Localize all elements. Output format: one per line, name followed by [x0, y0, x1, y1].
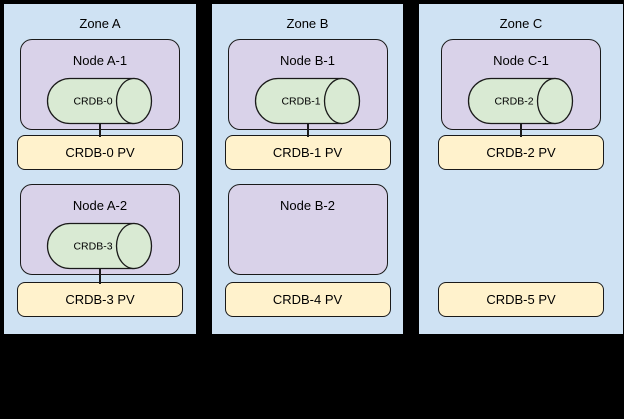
crdb-3-pv-label: CRDB-3 PV: [65, 292, 135, 307]
crdb-0-pv-box: CRDB-0 PV: [17, 135, 183, 170]
node-c-1-label: Node C-1: [493, 53, 549, 68]
crdb-4-pv-label: CRDB-4 PV: [272, 292, 343, 307]
node-a-2-label: Node A-2: [72, 198, 128, 213]
crdb-0-connector-line: [99, 123, 101, 137]
crdb-3-pv-box: CRDB-3 PV: [17, 282, 183, 317]
node-a-1: Node A-1 CRDB-0: [20, 39, 180, 130]
crdb-0-pod-cylinder: CRDB-0: [46, 77, 153, 125]
zone-b: Zone B Node B-1 CRDB-1 CRDB-1 PV Node B-…: [210, 2, 405, 336]
crdb-3-pod-label: CRDB-3: [73, 241, 112, 253]
crdb-0-pv-label: CRDB-0 PV: [65, 145, 135, 160]
node-b-1: Node B-1 CRDB-1: [227, 39, 388, 130]
node-b-2: Node B-2: [227, 184, 388, 275]
zone-b-label: Zone B: [286, 16, 329, 31]
crdb-1-pod-cylinder: CRDB-1: [254, 77, 360, 125]
crdb-5-pv-box: CRDB-5 PV: [438, 282, 604, 317]
crdb-2-connector-line: [520, 123, 522, 137]
node-b-2-label: Node B-2: [280, 198, 335, 213]
crdb-1-pv-box: CRDB-1 PV: [224, 135, 391, 170]
crdb-1-pod-label: CRDB-1: [281, 96, 320, 108]
crdb-3-pod-cylinder: CRDB-3: [46, 222, 153, 270]
crdb-5-pv-label: CRDB-5 PV: [486, 292, 556, 307]
zone-a: Zone A Node A-1 CRDB-0 CRDB-0 PV Node A-…: [2, 2, 198, 336]
crdb-2-pv-box: CRDB-2 PV: [438, 135, 604, 170]
node-c-1: Node C-1 CRDB-2: [441, 39, 601, 130]
node-b-1-label: Node B-1: [280, 53, 335, 68]
crdb-2-pod-label: CRDB-2: [494, 96, 533, 108]
crdb-1-pv-label: CRDB-1 PV: [272, 145, 343, 160]
crdb-1-connector-line: [306, 123, 309, 137]
crdb-3-connector-line: [99, 268, 101, 284]
zone-c: Zone C Node C-1 CRDB-2 CRDB-2 PV CRDB-5 …: [417, 2, 624, 336]
zone-c-label: Zone C: [499, 16, 543, 31]
node-a-1-label: Node A-1: [72, 53, 128, 68]
crdb-0-pod-label: CRDB-0: [73, 96, 112, 108]
node-a-2: Node A-2 CRDB-3: [20, 184, 180, 275]
crdb-2-pv-label: CRDB-2 PV: [486, 145, 556, 160]
crdb-2-pod-cylinder: CRDB-2: [467, 77, 574, 125]
zone-a-label: Zone A: [79, 16, 121, 31]
crdb-4-pv-box: CRDB-4 PV: [224, 282, 391, 317]
